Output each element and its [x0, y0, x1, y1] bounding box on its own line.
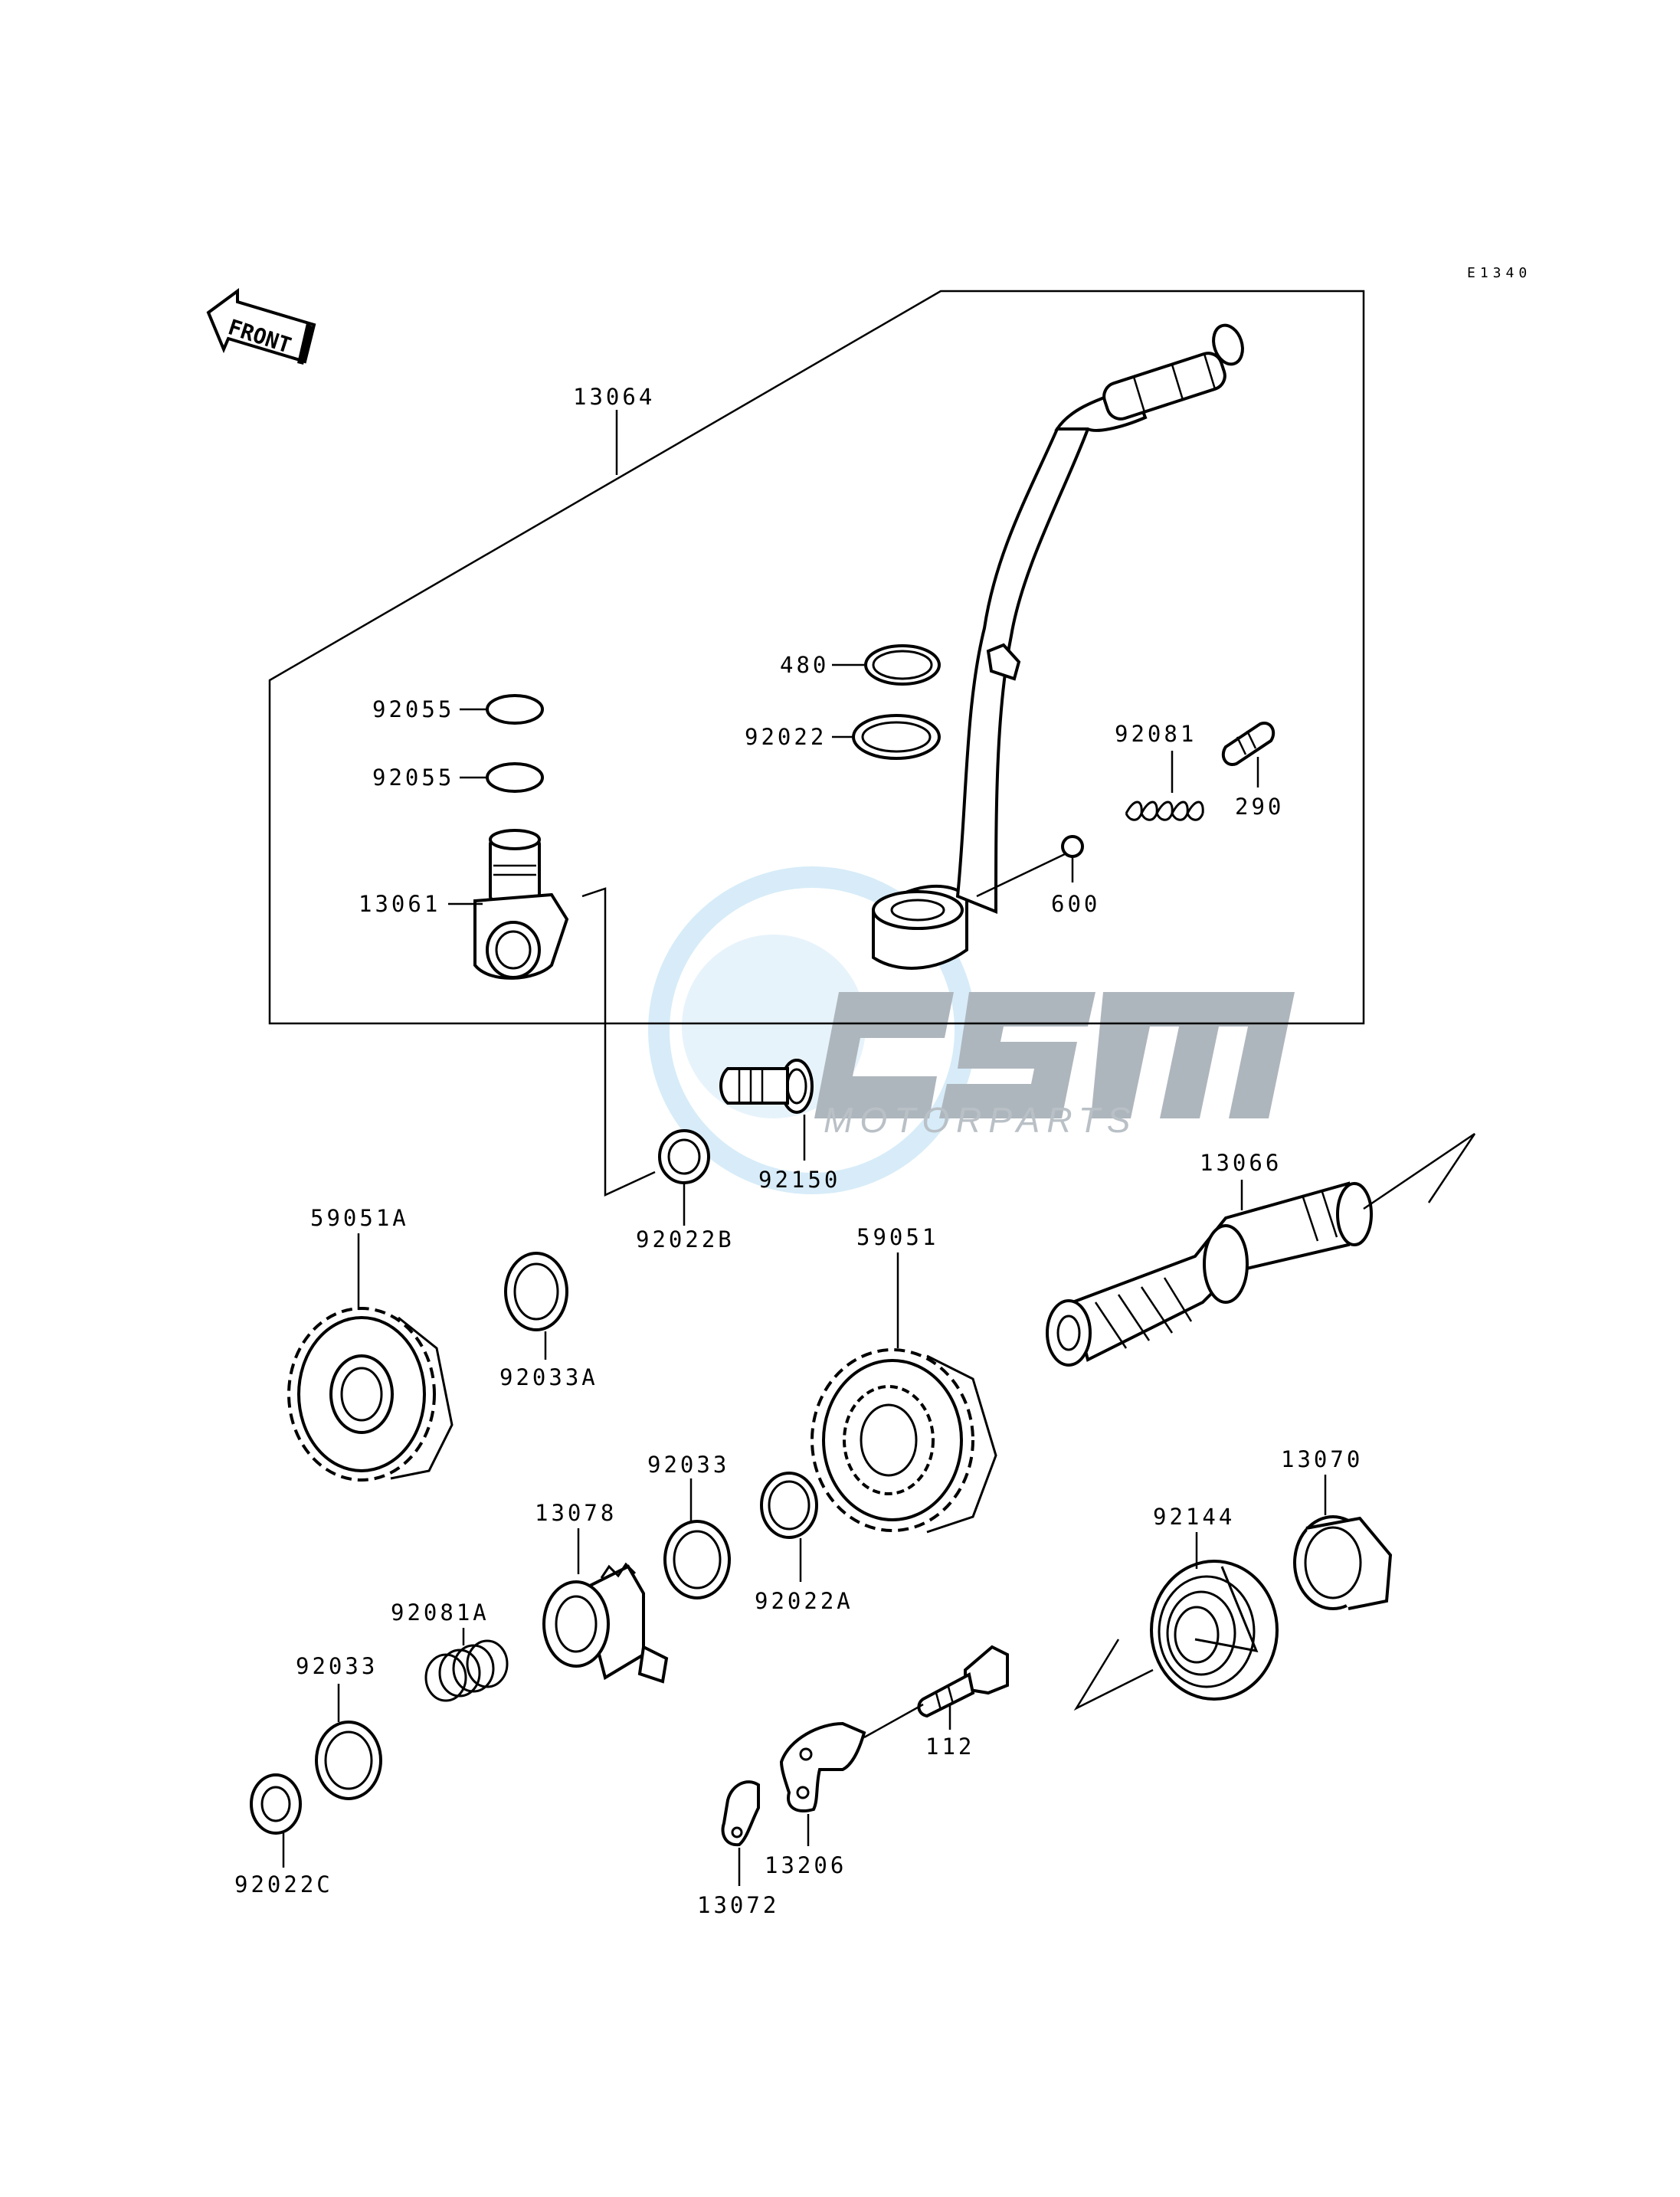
label-480: 480: [780, 652, 829, 678]
label-13078: 13078: [535, 1500, 617, 1526]
part-92033a-ring: [504, 1252, 568, 1331]
part-92022-washer: [852, 714, 941, 760]
part-92033-ring-lower: [315, 1721, 382, 1800]
part-13072-guide: [721, 1780, 760, 1847]
label-13070: 13070: [1281, 1446, 1363, 1472]
part-92022a-washer: [760, 1472, 818, 1539]
label-13066: 13066: [1200, 1150, 1282, 1176]
part-92144-torsion-spring: [1150, 1560, 1279, 1701]
label-92055-top: 92055: [372, 696, 454, 722]
label-13072: 13072: [697, 1892, 779, 1918]
part-92055-o-ring-top: [486, 694, 544, 725]
label-59051a: 59051A: [310, 1205, 409, 1231]
label-92081: 92081: [1115, 721, 1197, 747]
part-13206-plate: [779, 1721, 866, 1812]
label-92144: 92144: [1153, 1504, 1235, 1530]
spring-axis-line: [1073, 1639, 1154, 1711]
part-59051a-gear: [287, 1307, 454, 1482]
label-600: 600: [1051, 891, 1100, 917]
label-13206: 13206: [765, 1852, 847, 1878]
part-290-pin: [1221, 722, 1276, 766]
label-92033a: 92033A: [499, 1364, 598, 1390]
part-480-circlip: [864, 644, 941, 686]
label-92081a: 92081A: [391, 1599, 490, 1626]
label-290: 290: [1235, 794, 1284, 820]
label-92022: 92022: [745, 724, 827, 750]
front-arrow-icon: FRONT: [206, 288, 316, 365]
leader-112-to-13206: [863, 1703, 924, 1739]
part-600-ball: [1061, 835, 1084, 858]
part-92055-o-ring-bottom: [486, 762, 544, 793]
label-13064: 13064: [573, 384, 655, 410]
shaft-axis-line: [1363, 1132, 1476, 1210]
label-112: 112: [925, 1734, 974, 1760]
part-13078-ratchet: [542, 1562, 669, 1684]
label-92022b: 92022B: [636, 1226, 735, 1252]
label-92033-lower: 92033: [296, 1653, 378, 1679]
label-92055-bottom: 92055: [372, 765, 454, 791]
part-92022c-washer: [250, 1773, 302, 1835]
part-59051-gear: [811, 1348, 997, 1534]
kick-pedal-lever: [872, 323, 1244, 970]
watermark: MOTORPARTS: [648, 866, 1295, 1194]
part-112-bolt: [917, 1645, 1009, 1718]
watermark-subtext: MOTORPARTS: [824, 1100, 1137, 1140]
bracket-13061-92022b: [581, 887, 656, 1197]
kit-outline-13064: [268, 290, 1365, 1025]
label-92022c: 92022C: [234, 1871, 333, 1897]
part-92022b-washer: [658, 1129, 710, 1184]
label-92022a: 92022A: [755, 1588, 853, 1614]
part-92150-bolt: [719, 1059, 814, 1114]
label-92033-middle: 92033: [647, 1452, 729, 1478]
part-92081-spring: [1125, 801, 1204, 821]
part-13061-lever-shaft: [473, 829, 569, 980]
diagram-code: E1340: [1467, 265, 1531, 281]
label-92150: 92150: [758, 1167, 840, 1193]
leader-600-pedal: [976, 853, 1066, 898]
part-13066-kick-shaft: [1046, 1181, 1373, 1367]
label-13061: 13061: [359, 891, 440, 917]
part-92033-ring-middle: [663, 1520, 731, 1599]
part-92081a-spring: [424, 1639, 509, 1702]
part-13070-guide: [1293, 1515, 1393, 1610]
label-59051: 59051: [856, 1224, 938, 1250]
